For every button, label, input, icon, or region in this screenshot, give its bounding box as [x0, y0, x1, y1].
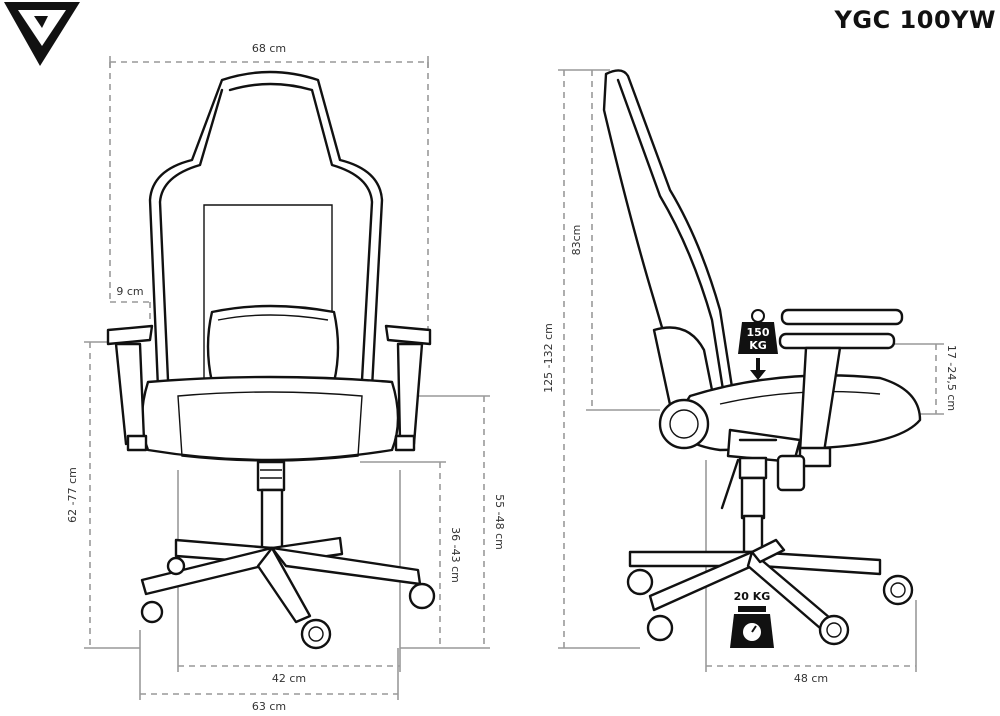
wing-width-label: 9 cm: [116, 285, 143, 298]
y-triangle-logo-icon: [4, 2, 80, 66]
seat-height-inner-label: 36 -43 cm: [449, 527, 462, 583]
overall-width-label: 68 cm: [252, 42, 286, 55]
depth-label: 48 cm: [794, 672, 828, 685]
overall-height-label: 125 -132 cm: [542, 323, 555, 393]
backrest-height-label: 83cm: [570, 225, 583, 256]
front-view: [84, 56, 490, 700]
product-weight-label: 20 KG: [734, 590, 771, 603]
max-load-value: 150: [747, 326, 770, 339]
armrest-height-label: 62 -77 cm: [66, 467, 79, 523]
scale-icon: [730, 606, 774, 648]
weight-icon: [738, 309, 778, 380]
seat-width-label: 42 cm: [272, 672, 306, 685]
seat-height-outer-label: 55 -48 cm: [493, 494, 506, 550]
base-width-label: 63 cm: [252, 700, 286, 712]
max-load-unit: KG: [749, 339, 767, 352]
model-name: YGC 100YW: [834, 6, 996, 34]
side-view: [558, 69, 944, 672]
armrest-adjust-label: 17 -24,5 cm: [945, 345, 958, 411]
